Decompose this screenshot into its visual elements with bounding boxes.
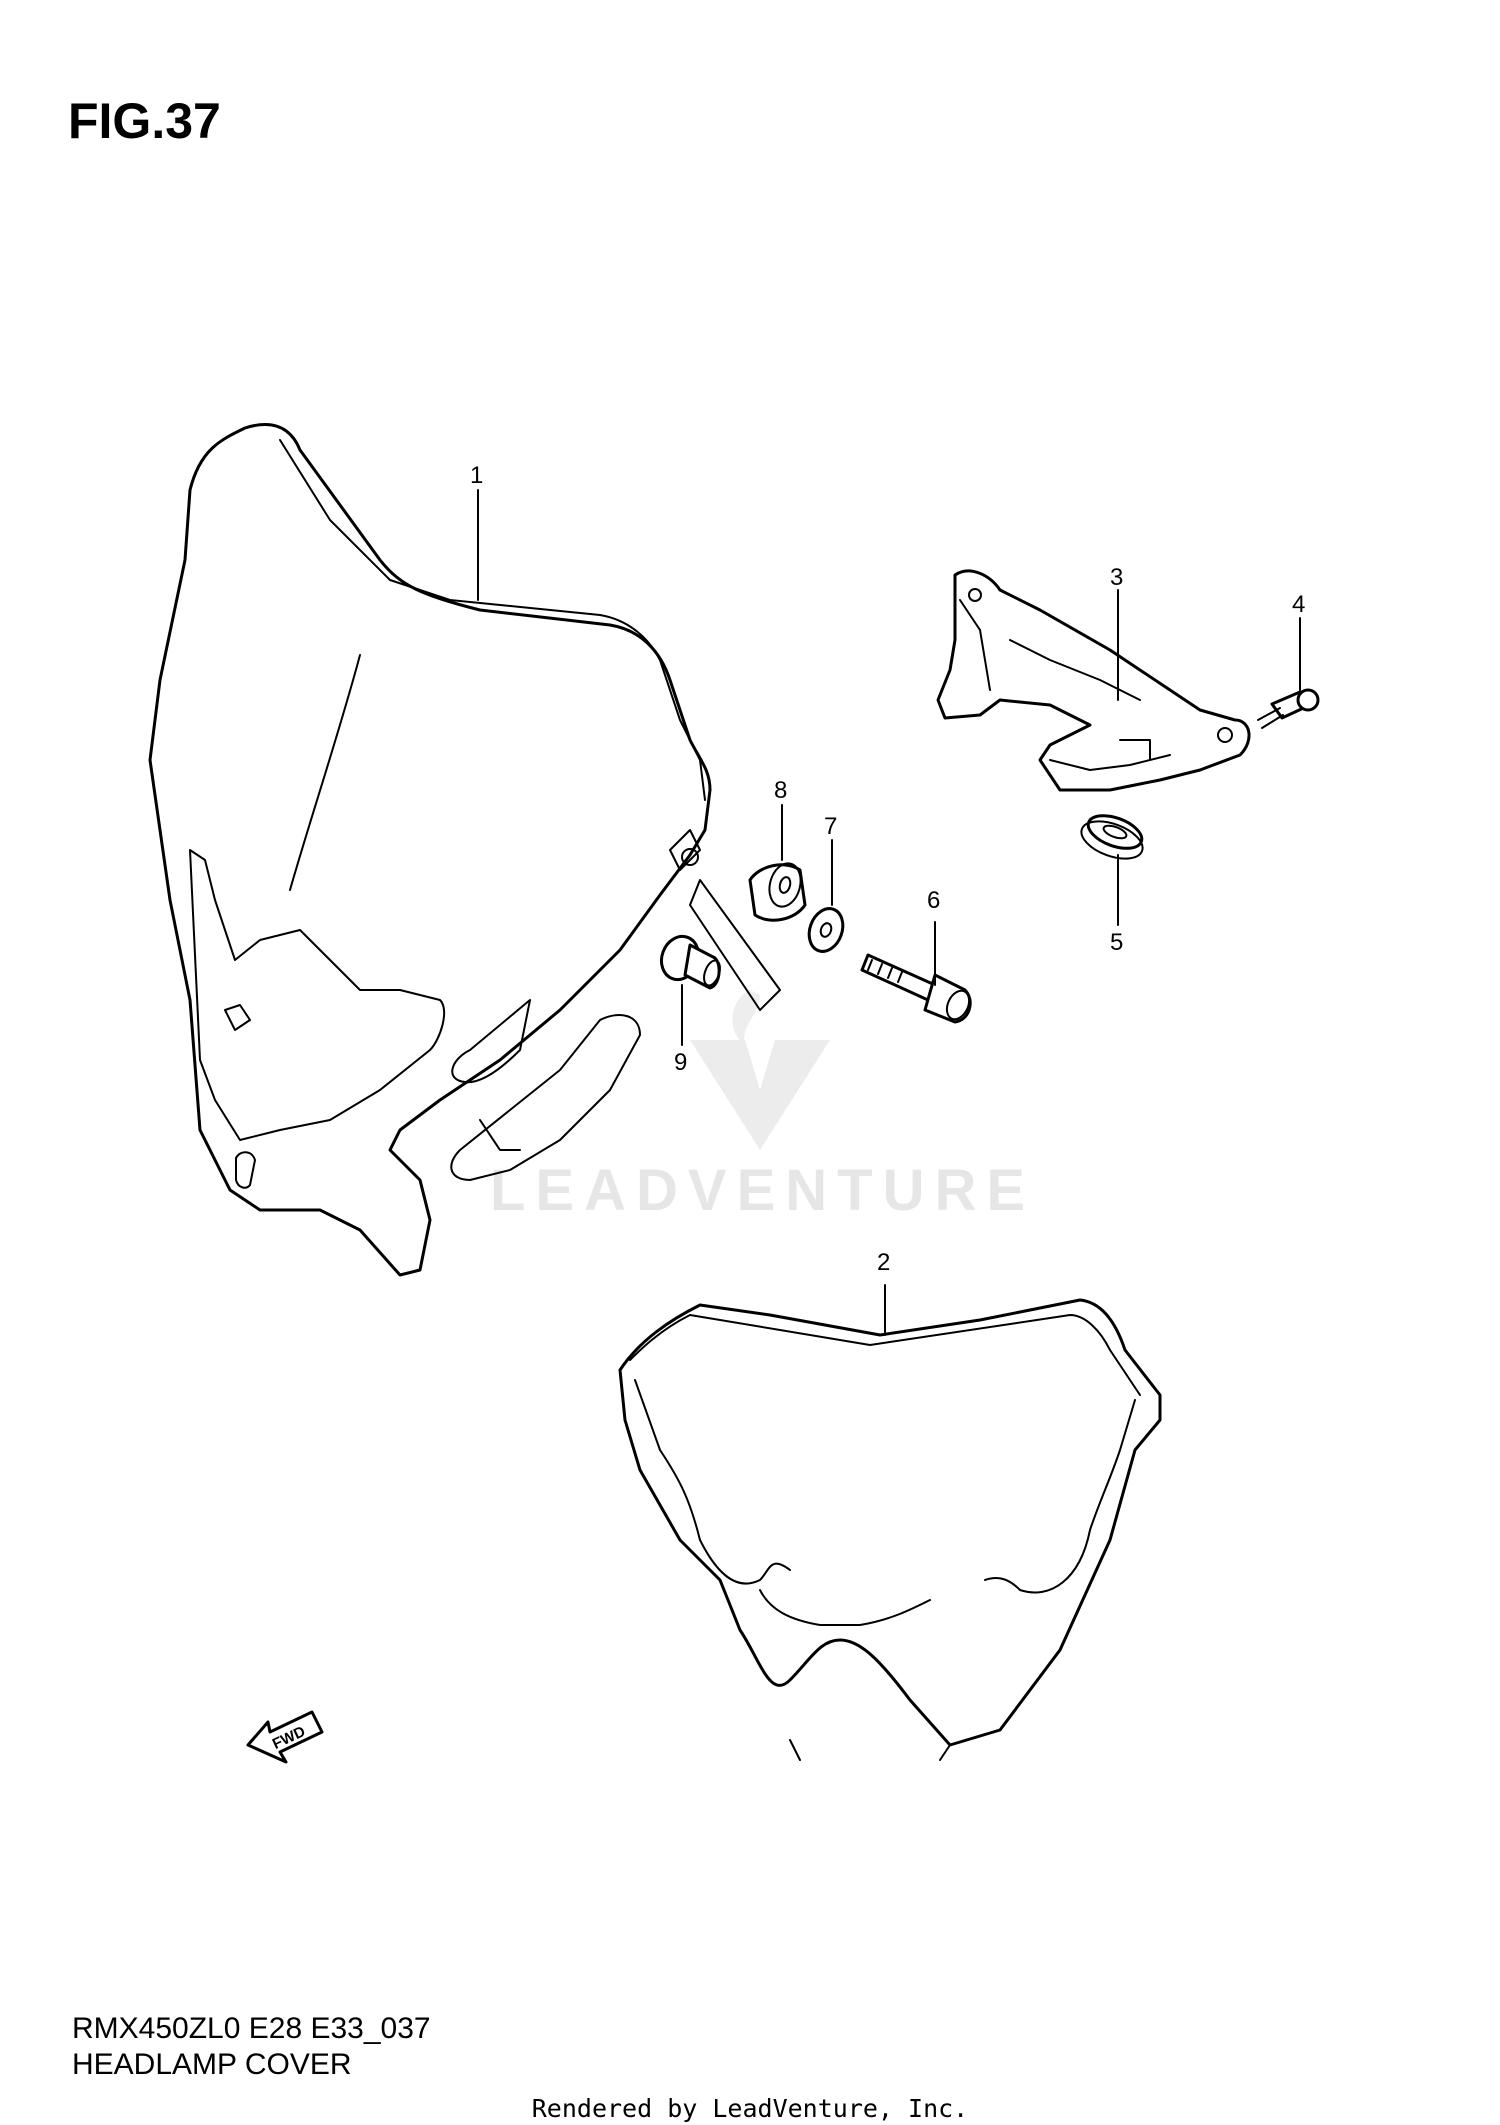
collar <box>659 934 721 990</box>
callout-5: 5 <box>1110 929 1123 956</box>
callout-4: 4 <box>1292 591 1305 618</box>
footer-credit: Rendered by LeadVenture, Inc. <box>531 2094 969 2123</box>
bolt <box>860 953 972 1024</box>
callout-8: 8 <box>774 777 787 804</box>
leadventure-logo-icon <box>690 990 830 1150</box>
callout-6: 6 <box>927 887 940 914</box>
watermark-text: LEADVENTURE <box>490 1158 1035 1223</box>
callout-9: 9 <box>674 1049 687 1076</box>
screw <box>1257 688 1320 729</box>
forward-arrow-icon: FWD <box>246 1710 324 1764</box>
callout-leader-lines <box>477 489 1301 1336</box>
callout-7: 7 <box>824 813 837 840</box>
headlamp-lens-frame <box>618 1298 1162 1761</box>
callout-3: 3 <box>1110 564 1123 591</box>
mounting-bracket <box>936 569 1251 792</box>
washer <box>807 907 845 953</box>
cushion <box>748 862 807 922</box>
figure-title: FIG.37 <box>68 93 221 149</box>
section-name: HEADLAMP COVER <box>72 2048 352 2081</box>
model-code: RMX450ZL0 E28 E33_037 <box>72 2012 431 2045</box>
callout-1: 1 <box>470 462 483 489</box>
grommet <box>1080 814 1144 860</box>
headlamp-housing <box>148 423 781 1277</box>
callout-2: 2 <box>877 1249 890 1276</box>
